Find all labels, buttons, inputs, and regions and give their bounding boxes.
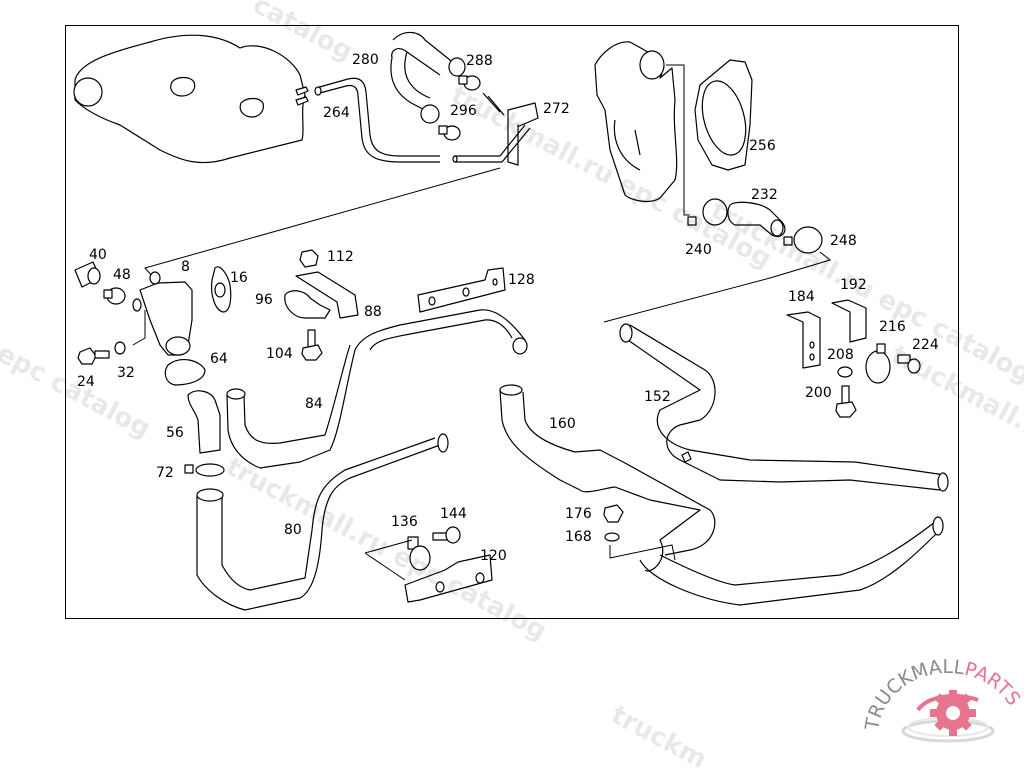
- callout-296[interactable]: 296: [450, 103, 477, 119]
- bolt-200: [835, 385, 857, 418]
- gasket-16: [210, 266, 232, 313]
- pipe-160: [499, 384, 716, 572]
- clamp-216: [865, 343, 891, 384]
- callout-112[interactable]: 112: [327, 249, 354, 265]
- callout-232[interactable]: 232: [751, 187, 778, 203]
- callout-40[interactable]: 40: [89, 247, 107, 263]
- hose-40: [74, 261, 101, 288]
- callout-264[interactable]: 264: [323, 105, 350, 121]
- gasket-256: [694, 59, 753, 171]
- callout-80[interactable]: 80: [284, 522, 302, 538]
- callout-8[interactable]: 8: [181, 259, 190, 275]
- callout-48[interactable]: 48: [113, 267, 131, 283]
- hose-232: [727, 201, 786, 238]
- callout-248[interactable]: 248: [830, 233, 857, 249]
- callout-280[interactable]: 280: [352, 52, 379, 68]
- bolt-224: [897, 354, 921, 374]
- callout-72[interactable]: 72: [156, 465, 174, 481]
- callout-144[interactable]: 144: [440, 506, 467, 522]
- bracket-88: [295, 271, 359, 319]
- bracket-120: [404, 554, 493, 603]
- bracket-184: [786, 311, 821, 369]
- plug-176: [603, 504, 624, 523]
- bolt-144: [432, 526, 461, 544]
- bolt-24: [77, 347, 110, 365]
- callout-96[interactable]: 96: [255, 292, 273, 308]
- callout-16[interactable]: 16: [230, 270, 248, 286]
- callout-224[interactable]: 224: [912, 337, 939, 353]
- washer-168: [604, 532, 620, 542]
- clamp-48: [103, 287, 126, 305]
- callout-192[interactable]: 192: [840, 277, 867, 293]
- callout-104[interactable]: 104: [266, 346, 293, 362]
- parts-diagram: 280 288 264 296 272 256 232 240 248 40 4…: [73, 31, 949, 611]
- expansion-tank: [73, 34, 309, 164]
- clamp-240: [687, 198, 728, 226]
- pipe-84: [226, 309, 528, 469]
- callout-56[interactable]: 56: [166, 425, 184, 441]
- callout-136[interactable]: 136: [391, 514, 418, 530]
- bolt-104: [301, 329, 323, 361]
- callout-64[interactable]: 64: [210, 351, 228, 367]
- callout-208[interactable]: 208: [827, 347, 854, 363]
- clamp-296: [438, 125, 461, 141]
- callout-128[interactable]: 128: [508, 272, 535, 288]
- callout-24[interactable]: 24: [77, 374, 95, 390]
- logo-swoosh: [916, 694, 979, 712]
- callout-84[interactable]: 84: [305, 396, 323, 412]
- hose-264: [314, 77, 440, 163]
- hose-280: [390, 31, 466, 124]
- bracket-192: [831, 299, 867, 343]
- clamp-64: [164, 358, 206, 386]
- callout-152[interactable]: 152: [644, 389, 671, 405]
- callout-32[interactable]: 32: [117, 365, 135, 381]
- callout-272[interactable]: 272: [543, 101, 570, 117]
- pipe-80: [196, 433, 449, 611]
- callout-256[interactable]: 256: [749, 138, 776, 154]
- callout-240[interactable]: 240: [685, 242, 712, 258]
- water-pump-housing: [594, 41, 678, 203]
- callout-168[interactable]: 168: [565, 529, 592, 545]
- washer-32: [114, 341, 126, 355]
- clamp-288: [458, 75, 481, 91]
- callout-200[interactable]: 200: [805, 385, 832, 401]
- pipe-152: [619, 323, 949, 606]
- hose-56: [187, 390, 221, 454]
- pipe-272: [452, 92, 539, 166]
- callout-176[interactable]: 176: [565, 506, 592, 522]
- callout-288[interactable]: 288: [466, 53, 493, 69]
- truckmallparts-logo: TRUCKMALLPARTS: [861, 656, 1024, 743]
- thermostat-housing-8: [132, 271, 193, 356]
- callout-184[interactable]: 184: [788, 289, 815, 305]
- clamp-136: [407, 536, 431, 571]
- washer-208: [837, 366, 853, 378]
- callout-120[interactable]: 120: [480, 548, 507, 564]
- callout-160[interactable]: 160: [549, 416, 576, 432]
- callout-88[interactable]: 88: [364, 304, 382, 320]
- nut-112: [299, 249, 319, 268]
- bracket-128: [417, 267, 506, 313]
- clamp-248: [783, 226, 823, 254]
- clamp-72: [184, 463, 225, 477]
- callout-216[interactable]: 216: [879, 319, 906, 335]
- clamp-96: [284, 290, 331, 319]
